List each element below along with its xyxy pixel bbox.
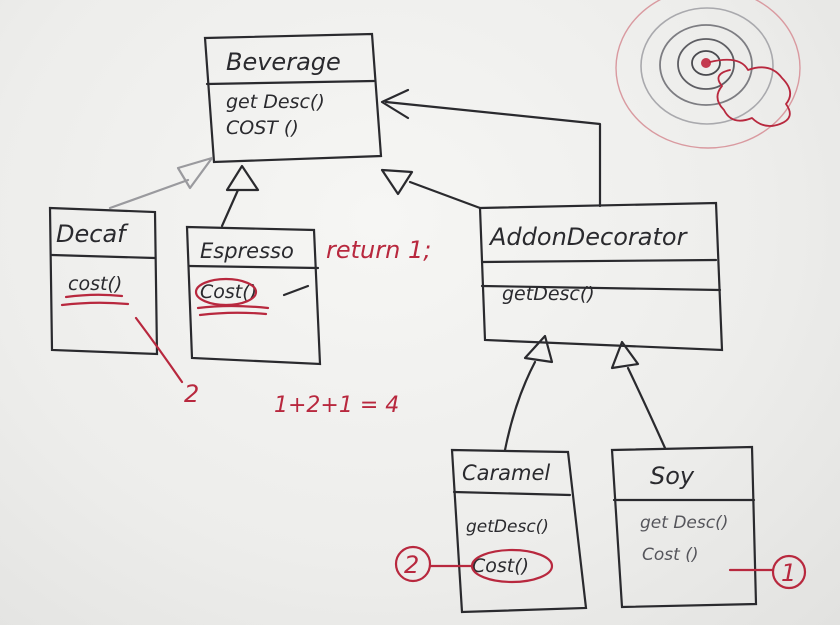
class-espresso-name: Espresso [200, 239, 294, 263]
inheritance-line [108, 178, 190, 210]
cost-underline [196, 304, 270, 310]
class-beverage-method: COST () [226, 117, 299, 139]
class-beverage-method: get Desc() [226, 91, 325, 113]
hollow-triangle-arrowhead [380, 168, 414, 196]
class-caramel-method: getDesc() [466, 517, 549, 537]
caramel-cost-value: 2 [404, 551, 419, 579]
inheritance-line [626, 366, 667, 450]
inheritance-arrows [108, 88, 667, 452]
class-soy-method: get Desc() [640, 513, 728, 533]
cost-underline [198, 311, 268, 317]
hollow-triangle-arrowhead [225, 164, 260, 192]
class-espresso-method: Cost() [200, 281, 257, 303]
inheritance-line [503, 360, 537, 452]
cost-pointer [134, 316, 184, 384]
class-addon-decorator-method: getDesc() [502, 283, 595, 305]
cost-underline [60, 301, 130, 307]
cost-circle [394, 545, 432, 583]
sum-note: 1+2+1 = 4 [274, 393, 399, 418]
hollow-triangle-arrowhead [523, 334, 554, 364]
class-espresso: Espresso Cost() [185, 225, 322, 366]
note-pointer [282, 284, 310, 297]
inheritance-line [220, 188, 240, 228]
class-soy: Soy get Desc() Cost () [610, 445, 758, 609]
open-arrowhead [380, 88, 410, 120]
class-beverage: Beverage get Desc() COST () [203, 32, 383, 164]
class-addon-decorator-name: AddonDecorator [488, 223, 689, 251]
class-caramel-name: Caramel [462, 461, 550, 485]
class-soy-name: Soy [650, 462, 695, 490]
composition-line [384, 100, 602, 208]
class-caramel: Caramel getDesc() Cost() [450, 448, 588, 614]
annotations: return 1; 2 1+2+1 = 4 2 1 [134, 236, 807, 590]
class-decaf: Decaf cost() [48, 206, 159, 356]
decaf-cost-value: 2 [184, 380, 199, 408]
inheritance-line [408, 180, 482, 210]
class-addon-decorator: AddonDecorator getDesc() [478, 201, 724, 352]
hollow-triangle-arrowhead [176, 156, 214, 190]
doodle [615, 0, 801, 149]
soy-cost-value: 1 [781, 559, 796, 587]
class-decaf-method: cost() [68, 273, 122, 295]
return-note: return 1; [326, 236, 431, 264]
hollow-triangle-arrowhead [610, 340, 640, 370]
class-beverage-name: Beverage [226, 48, 341, 76]
class-caramel-method: Cost() [472, 555, 529, 577]
class-decaf-name: Decaf [56, 220, 129, 248]
class-soy-method: Cost () [642, 545, 698, 565]
cost-circle [771, 554, 807, 590]
cost-underline [64, 293, 124, 299]
